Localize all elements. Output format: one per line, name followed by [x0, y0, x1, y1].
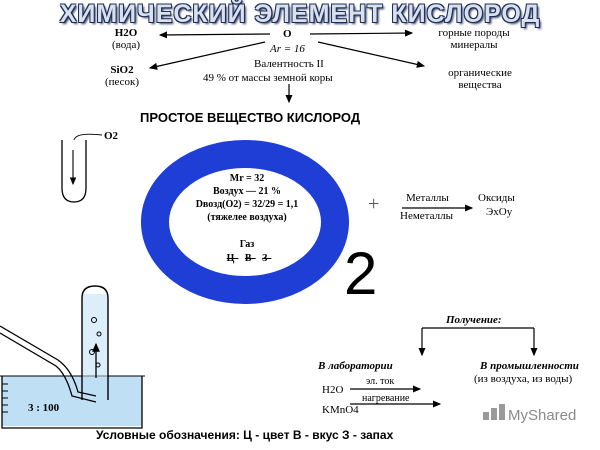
reagent-nonmetals: Неметаллы	[400, 210, 453, 222]
legend: Условные обозначения: Ц - цвет В - вкус …	[96, 428, 394, 442]
big-letter-o	[141, 140, 349, 304]
prop-heavier: (тяжелее воздуха)	[207, 212, 287, 223]
simple-substance-title: ПРОСТОЕ ВЕЩЕСТВО КИСЛОРОД	[140, 110, 361, 125]
arrow-to-rocks	[309, 29, 414, 37]
compound-rocks: горные породы минералы	[438, 27, 510, 51]
watermark: MyShared	[508, 407, 577, 424]
molecule-subscript: 2	[344, 240, 378, 307]
prop-mr: Mr = 32	[229, 173, 265, 184]
lab-reagent-kmno4: KMnO4	[322, 404, 359, 416]
arrow-to-water	[158, 31, 271, 39]
production-industry: В промышленности	[480, 360, 579, 372]
watermark-icon	[483, 404, 505, 420]
compound-water: H2O (вода)	[111, 27, 141, 51]
oxygen-state: Газ	[239, 239, 255, 250]
lab-condition-current: эл. ток	[366, 376, 395, 387]
arrow-to-organic	[317, 41, 426, 68]
product-formula: ЭxOy	[486, 206, 513, 218]
page-title: ХИМИЧЕСКИЙ ЭЛЕМЕНТ КИСЛОРОД	[59, 0, 541, 28]
oxygen-state-marks: Ц В З	[226, 253, 272, 264]
water-bath	[2, 376, 142, 426]
delivery-tube	[0, 325, 97, 397]
production-title: Получение:	[446, 314, 502, 326]
element-symbol: O	[283, 28, 292, 40]
oxygen-properties: Mr = 32 Воздух — 21 % Dвозд(O2) = 32/29 …	[172, 172, 322, 224]
lab-reagent-water: H2O	[322, 384, 344, 396]
product-oxides: Оксиды	[478, 192, 515, 204]
compound-sand: SiO2 (песок)	[104, 64, 140, 88]
element-ar: Ar = 16	[270, 43, 305, 55]
collection-tube	[81, 285, 109, 400]
element-earth-mass: 49 % от массы земной коры	[203, 72, 333, 84]
element-valence: Валентность II	[254, 58, 324, 70]
prop-density: Dвозд(O2) = 32/29 = 1,1	[195, 199, 299, 210]
bath-ratio: 3 : 100	[28, 402, 60, 414]
compound-organic: органические вещества	[448, 67, 512, 91]
reagent-metals: Металлы	[406, 192, 449, 204]
lab-condition-heating: нагревание	[362, 393, 410, 404]
test-tube	[61, 140, 87, 203]
production-lab: В лаборатории	[318, 360, 393, 372]
tube-label: O2	[104, 130, 119, 142]
plus-sign: +	[368, 193, 380, 215]
prop-air: Воздух — 21 %	[212, 186, 282, 197]
tube-label-leader	[73, 133, 103, 141]
production-industry-note: (из воздуха, из воды)	[474, 373, 573, 385]
arrow-to-sand	[148, 41, 266, 70]
